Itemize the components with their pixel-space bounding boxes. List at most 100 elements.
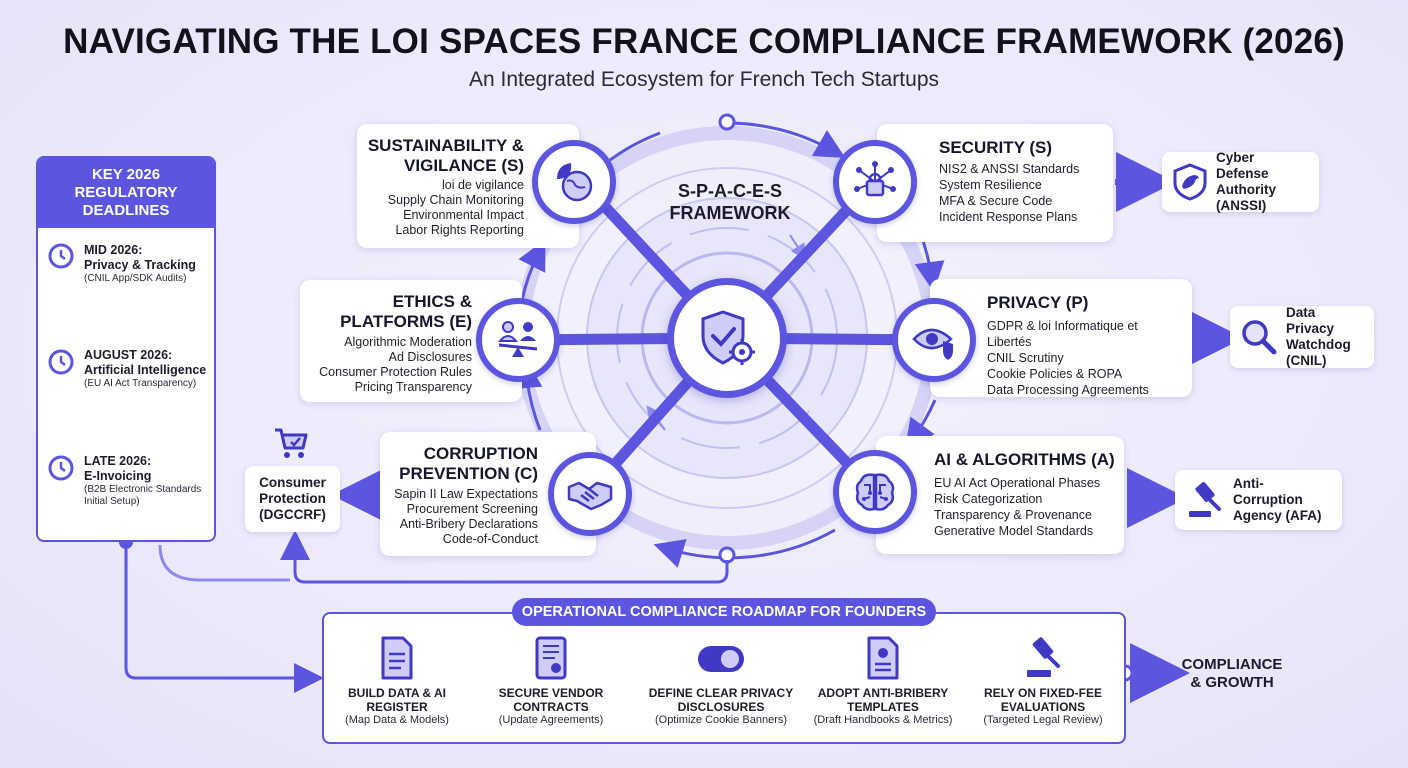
clock-icon [48, 455, 74, 481]
step-title-2: REGISTER [366, 700, 428, 714]
handshake-icon [567, 481, 613, 511]
step-title-2: CONTRACTS [513, 700, 589, 714]
clock-icon [48, 349, 74, 375]
pillar-card-ai: AI & ALGORITHMS (A) EU AI Act Operationa… [876, 436, 1124, 554]
corruption-item: Sapin II Law Expectations [394, 487, 538, 501]
deadlines-heading-3: DEADLINES [82, 202, 170, 219]
privacy-item: Data Processing Agreements [987, 383, 1149, 397]
page-title: NAVIGATING THE LOI SPACES FRANCE COMPLIA… [63, 22, 1345, 61]
sustainability-item: loi de vigilance [442, 178, 524, 192]
framework-label: S-P-A-C-E-S FRAMEWORK [640, 180, 820, 224]
scale-people-icon [497, 321, 538, 357]
gavel-icon [1027, 637, 1060, 677]
authority-afa: Anti-Corruption Agency (AFA) [1175, 470, 1342, 530]
outcome-line-1: COMPLIANCE [1181, 656, 1283, 673]
privacy-item: GDPR & loi Informatique et Libertés [987, 319, 1138, 349]
step-title-1: SECURE VENDOR [498, 686, 604, 700]
step-subtitle: (Optimize Cookie Banners) [654, 714, 788, 726]
ai-icon-circle [833, 450, 917, 534]
roadmap-panel [322, 612, 1126, 744]
step-title-2: EVALUATIONS [1000, 700, 1086, 714]
corruption-title-1: CORRUPTION [423, 444, 538, 463]
security-item: MFA & Secure Code [939, 194, 1053, 208]
corruption-item: Anti-Bribery Declarations [399, 517, 538, 531]
deadline-detail: Initial Setup) [84, 496, 140, 507]
roadmap-step: BUILD DATA & AI REGISTER (Map Data & Mod… [322, 636, 472, 727]
cnil-line-1: Data Privacy [1286, 305, 1335, 336]
leaf-globe-icon [557, 163, 593, 202]
framework-label-text: S-P-A-C-E-S FRAMEWORK [669, 181, 791, 223]
afa-line-1: Anti-Corruption [1233, 476, 1303, 507]
deadline-detail: (B2B Electronic Standards [84, 484, 202, 495]
hub-circle [667, 278, 787, 398]
shopping-cart-icon [275, 428, 308, 458]
sustainability-item: Supply Chain Monitoring [387, 193, 524, 207]
step-title-2: DISCLOSURES [677, 700, 765, 714]
ai-item: Risk Categorization [934, 492, 1043, 506]
deadline-item: LATE 2026: E-Invoicing (B2B Electronic S… [84, 454, 214, 508]
ai-item: Transparency & Provenance [934, 508, 1092, 522]
gavel-icon [1189, 482, 1221, 517]
step-subtitle: (Targeted Legal Review) [983, 714, 1103, 726]
ethics-title-2: PLATFORMS (E) [340, 312, 472, 331]
step-title-1: DEFINE CLEAR PRIVACY [648, 686, 794, 700]
roadmap-step: DEFINE CLEAR PRIVACY DISCLOSURES (Optimi… [646, 636, 796, 727]
privacy-icon-circle [892, 298, 976, 382]
roadmap-title: OPERATIONAL COMPLIANCE ROADMAP FOR FOUND… [512, 598, 936, 626]
clock-icon [48, 243, 74, 269]
afa-line-2: Agency (AFA) [1233, 508, 1322, 523]
deadline-item: AUGUST 2026: Artificial Intelligence (EU… [84, 348, 214, 390]
deadline-item: MID 2026: Privacy & Tracking (CNIL App/S… [84, 243, 214, 285]
authority-dgccrf: Consumer Protection (DGCCRF) [245, 466, 340, 532]
pillar-card-privacy: PRIVACY (P) GDPR & loi Informatique et L… [930, 279, 1192, 397]
deadline-when: LATE 2026: [84, 454, 152, 468]
magnifier-icon [1242, 320, 1277, 355]
security-item: Incident Response Plans [939, 210, 1078, 224]
cnil-line-3: (CNIL) [1286, 353, 1327, 368]
roadmap-step: ADOPT ANTI-BRIBERY TEMPLATES (Draft Hand… [808, 636, 958, 727]
sustainability-icon-circle [532, 140, 616, 224]
corruption-item: Code-of-Conduct [442, 532, 538, 546]
sustainability-item: Environmental Impact [403, 208, 524, 222]
ai-title: AI & ALGORITHMS (A) [934, 450, 1115, 469]
ethics-item: Pricing Transparency [354, 380, 472, 394]
security-item: NIS2 & ANSSI Standards [939, 162, 1080, 176]
roadmap-step: RELY ON FIXED-FEE EVALUATIONS (Targeted … [968, 636, 1118, 727]
ethics-icon-circle [476, 298, 560, 382]
ai-item: Generative Model Standards [934, 524, 1094, 538]
dgccrf-line-1: Consumer [259, 475, 326, 490]
eye-shield-icon [912, 328, 953, 360]
ethics-title-1: ETHICS & [392, 292, 472, 311]
pillar-card-security: SECURITY (S) NIS2 & ANSSI Standards Syst… [877, 124, 1113, 242]
step-title-1: ADOPT ANTI-BRIBERY [817, 686, 949, 700]
corruption-icon-circle [548, 452, 632, 536]
deadlines-heading: KEY 2026 REGULATORY DEADLINES [38, 158, 214, 228]
ethics-item: Algorithmic Moderation [344, 335, 472, 349]
deadline-what: E-Invoicing [84, 469, 152, 483]
anssi-line-2: Authority [1216, 182, 1276, 197]
roadmap-step: SECURE VENDOR CONTRACTS (Update Agreemen… [476, 636, 626, 727]
deadline-what: Artificial Intelligence [84, 363, 207, 377]
corruption-title-2: PREVENTION (C) [399, 464, 538, 483]
step-subtitle: (Map Data & Models) [345, 714, 449, 726]
security-icon-circle [833, 140, 917, 224]
toggle-icon [698, 646, 744, 672]
security-title: SECURITY (S) [939, 138, 1053, 157]
corruption-item: Procurement Screening [406, 502, 538, 516]
privacy-item: CNIL Scrutiny [987, 351, 1064, 365]
sustainability-title-1: SUSTAINABILITY & [367, 136, 524, 155]
sustainability-item: Labor Rights Reporting [395, 223, 524, 237]
page-subtitle: An Integrated Ecosystem for French Tech … [468, 68, 939, 91]
outcome-label: COMPLIANCE & GROWTH [1172, 656, 1292, 692]
deadline-detail: (CNIL App/SDK Audits) [84, 273, 187, 284]
contract-scroll-icon [535, 636, 567, 680]
deadlines-heading-1: KEY 2026 [91, 166, 161, 183]
deadline-detail: (EU AI Act Transparency) [84, 378, 197, 389]
step-subtitle: (Update Agreements) [498, 714, 604, 726]
document-icon [381, 636, 413, 680]
ethics-item: Consumer Protection Rules [319, 365, 472, 379]
step-subtitle: (Draft Handbooks & Metrics) [813, 714, 953, 726]
privacy-item: Cookie Policies & ROPA [987, 367, 1123, 381]
outcome-line-2: & GROWTH [1190, 674, 1274, 691]
authority-cnil: Data Privacy Watchdog (CNIL) [1230, 305, 1374, 368]
